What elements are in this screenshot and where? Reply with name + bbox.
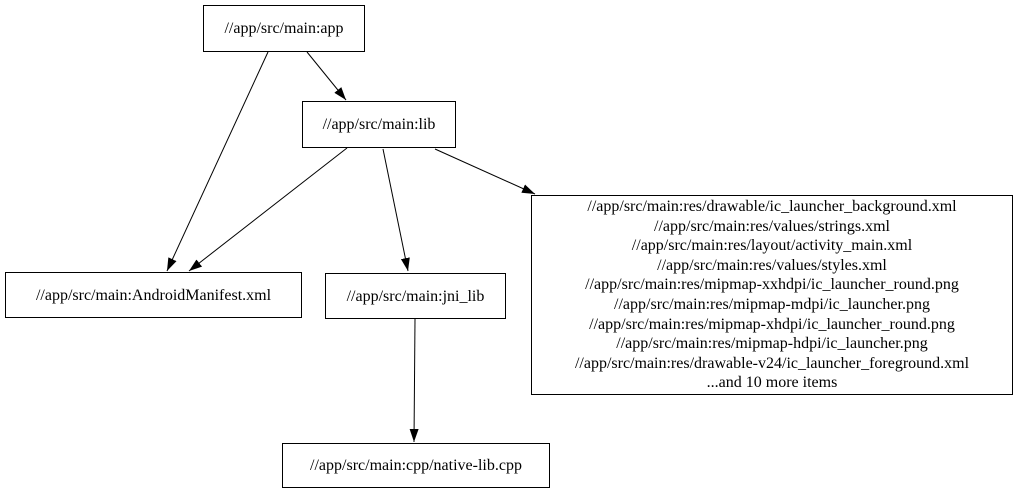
resource-item: //app/src/main:res/values/styles.xml bbox=[657, 256, 887, 274]
node-resources-group: //app/src/main:res/drawable/ic_launcher_… bbox=[531, 195, 1013, 395]
resource-item: //app/src/main:res/drawable/ic_launcher_… bbox=[587, 198, 957, 216]
node-app-label: //app/src/main:app bbox=[224, 20, 344, 37]
node-jni-lib: //app/src/main:jni_lib bbox=[325, 273, 506, 319]
resource-item: //app/src/main:res/mipmap-xhdpi/ic_launc… bbox=[589, 315, 955, 333]
node-android-manifest-label: //app/src/main:AndroidManifest.xml bbox=[35, 286, 272, 304]
node-android-manifest: //app/src/main:AndroidManifest.xml bbox=[5, 272, 302, 318]
edge-lib-to-androidmanifest bbox=[188, 147, 348, 272]
edge-app-to-lib bbox=[306, 51, 347, 101]
resource-item: //app/src/main:res/layout/activity_main.… bbox=[631, 237, 913, 255]
resource-item: //app/src/main:res/mipmap-mdpi/ic_launch… bbox=[614, 296, 930, 313]
node-cpp-native-lib-label: //app/src/main:cpp/native-lib.cpp bbox=[310, 457, 522, 474]
resource-item: //app/src/main:res/drawable-v24/ic_launc… bbox=[574, 354, 970, 372]
node-jni-lib-label: //app/src/main:jni_lib bbox=[346, 287, 485, 305]
resource-item: //app/src/main:res/mipmap-hdpi/ic_launch… bbox=[616, 335, 928, 353]
edge-jni-lib-to-native-lib bbox=[409, 318, 419, 443]
resource-item: //app/src/main:res/values/strings.xml bbox=[654, 217, 890, 235]
edge-app-to-androidmanifest bbox=[166, 51, 269, 272]
edge-lib-to-jni-lib bbox=[382, 148, 410, 272]
node-lib: //app/src/main:lib bbox=[302, 101, 456, 148]
resource-item: //app/src/main:res/mipmap-xxhdpi/ic_laun… bbox=[585, 276, 959, 294]
node-app: //app/src/main:app bbox=[203, 5, 365, 52]
edge-lib-to-resources bbox=[434, 148, 536, 195]
node-cpp-native-lib: //app/src/main:cpp/native-lib.cpp bbox=[282, 443, 550, 488]
node-lib-label: //app/src/main:lib bbox=[322, 116, 436, 133]
resource-more-items: ...and 10 more items bbox=[706, 374, 838, 392]
